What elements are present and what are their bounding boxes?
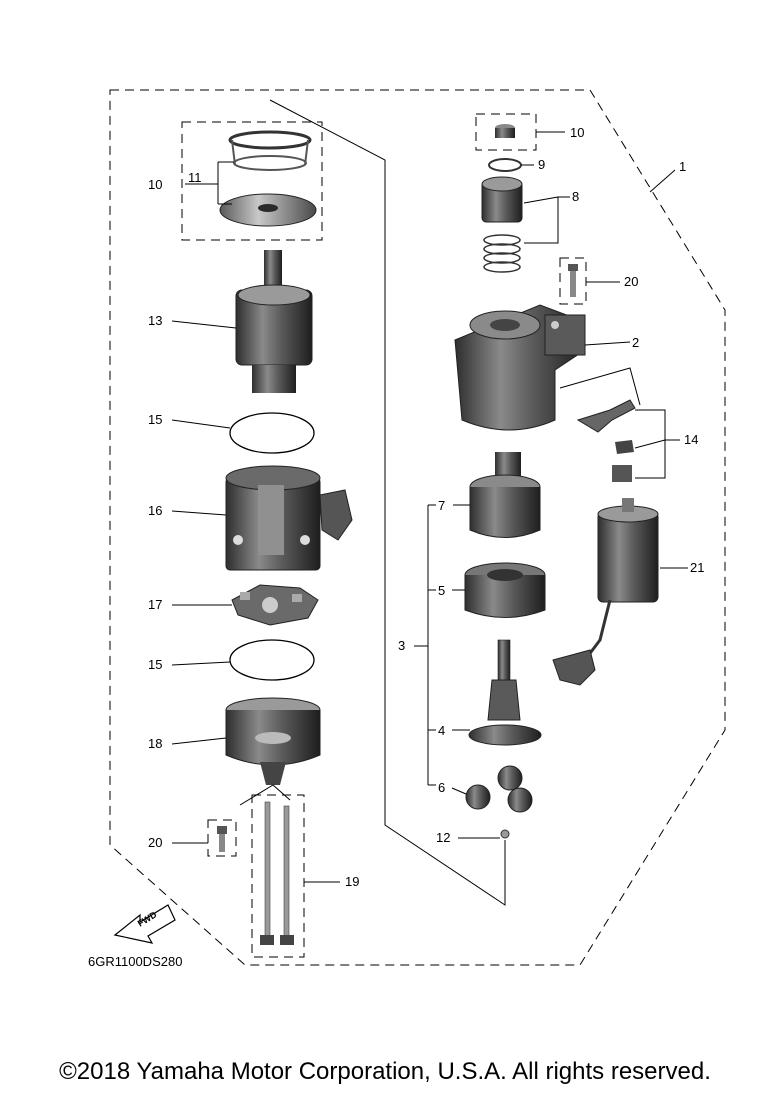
- drawing-code: 6GR1100DS280: [88, 954, 182, 969]
- part-14-pad-b: [612, 465, 632, 482]
- callout-2: 2: [632, 335, 639, 350]
- callout-14: 14: [684, 432, 698, 447]
- callout-9: 9: [538, 157, 545, 172]
- callout-11: 11: [188, 170, 202, 185]
- callout-18: 18: [148, 736, 162, 751]
- part-8-spring: [483, 234, 521, 273]
- part-14-pad-a: [615, 440, 634, 454]
- assembly-boundary: [109, 89, 726, 966]
- part-2-front-housing: [454, 304, 586, 431]
- callout-19: 19: [345, 874, 359, 889]
- part-15-oring-top: [229, 412, 315, 454]
- callout-12: 12: [436, 830, 450, 845]
- callout-4: 4: [438, 723, 445, 738]
- part-19-through-bolts: [260, 801, 294, 945]
- exploded-parts-diagram: 10 11 13 15 16 17 15 18: [88, 89, 726, 969]
- part-14-lever: [576, 399, 636, 433]
- part-6-planet-gears: [465, 765, 533, 813]
- part-5-ring-gear: [464, 562, 546, 618]
- callout-13: 13: [148, 313, 162, 328]
- callout-3: 3: [398, 638, 405, 653]
- callout-10-left: 10: [148, 177, 162, 192]
- part-20-right-box: [559, 257, 587, 305]
- divider-line: [269, 99, 506, 906]
- part-20-right-bolt: [568, 264, 578, 297]
- fwd-arrow-icon: FWD: [113, 904, 176, 944]
- callout-10-right: 10: [570, 125, 584, 140]
- part-20-left-box: [207, 819, 237, 857]
- part-21-solenoid: [552, 498, 659, 686]
- part-7-drive-end: [469, 452, 541, 538]
- callout-7: 7: [438, 498, 445, 513]
- callout-8: 8: [572, 189, 579, 204]
- part-17-brush-holder: [231, 584, 319, 626]
- part-9-clip: [488, 158, 522, 172]
- callout-20-right: 20: [624, 274, 638, 289]
- copyright-notice: ©2018 Yamaha Motor Corporation, U.S.A. A…: [59, 1058, 711, 1085]
- part-10-right-cap: [495, 124, 515, 138]
- callout-21: 21: [690, 560, 704, 575]
- part-16-yoke: [225, 465, 353, 571]
- callout-20-left: 20: [148, 835, 162, 850]
- callout-17: 17: [148, 597, 162, 612]
- part-4-carrier-shaft: [468, 639, 542, 746]
- callout-1: 1: [679, 159, 686, 174]
- part-11-washer: [219, 193, 317, 227]
- callout-16: 16: [148, 503, 162, 518]
- part-11-ring: [228, 130, 312, 171]
- part-20-left-bolt: [217, 826, 227, 852]
- part-19-box: [251, 794, 305, 958]
- part-8-pinion: [481, 176, 523, 223]
- part-15-oring-bottom: [229, 639, 315, 681]
- callout-15-bottom: 15: [148, 657, 162, 672]
- callout-15-top: 15: [148, 412, 162, 427]
- callout-6: 6: [438, 780, 445, 795]
- part-10-11-box: [181, 121, 323, 241]
- part-13-armature: [235, 250, 313, 393]
- part-18-rear-cover: [225, 697, 321, 785]
- part-12-ball: [500, 829, 510, 839]
- callout-5: 5: [438, 583, 445, 598]
